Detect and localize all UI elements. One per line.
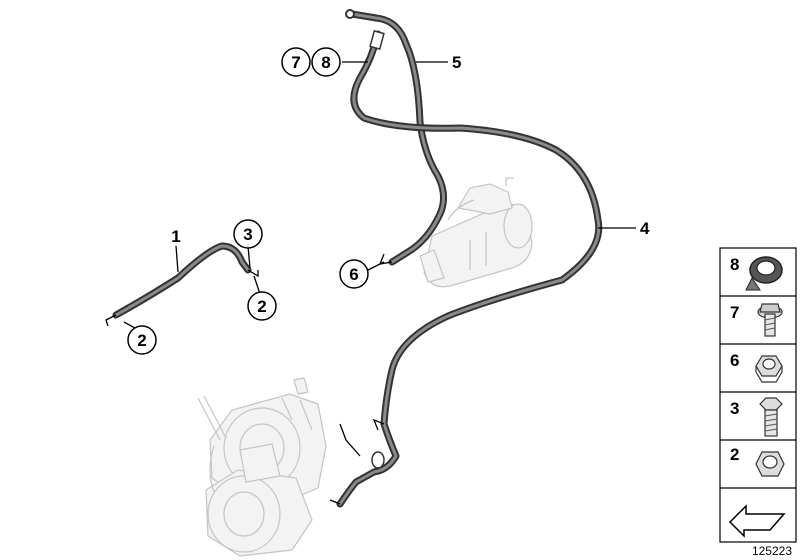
svg-text:7: 7 xyxy=(730,303,739,322)
callout-3: 3 xyxy=(233,219,263,249)
callout-2-left: 2 xyxy=(127,325,157,355)
legend-item-arrow xyxy=(728,504,786,538)
svg-text:4: 4 xyxy=(640,219,650,238)
callout-5: 5 xyxy=(452,53,461,72)
diagram-id: 125223 xyxy=(752,544,792,558)
engine-ghost xyxy=(197,377,327,557)
callout-7: 7 xyxy=(281,47,311,77)
svg-text:2: 2 xyxy=(257,297,266,316)
arrow-icon xyxy=(728,504,786,538)
callout-2-right: 2 xyxy=(247,291,277,321)
svg-text:2: 2 xyxy=(137,331,146,350)
svg-text:5: 5 xyxy=(452,53,461,72)
legend-item-2: 2 xyxy=(730,445,785,477)
callout-4: 4 xyxy=(640,219,650,238)
legend-item-7: 7 xyxy=(730,303,783,337)
battery-cable-5 xyxy=(345,9,447,266)
grommet-clamp-icon xyxy=(745,256,783,291)
leader-lines xyxy=(123,61,636,333)
svg-text:8: 8 xyxy=(730,255,739,274)
callout-8: 8 xyxy=(311,47,341,77)
svg-text:6: 6 xyxy=(730,351,739,370)
svg-text:7: 7 xyxy=(291,53,300,72)
battery-cable-1 xyxy=(105,242,259,327)
parts-legend: 8 7 6 xyxy=(719,247,797,543)
legend-item-6: 6 xyxy=(730,351,783,383)
svg-text:3: 3 xyxy=(730,399,739,418)
hex-collar-nut-icon xyxy=(755,355,783,383)
svg-text:6: 6 xyxy=(349,265,358,284)
hex-bolt-icon xyxy=(759,397,783,437)
legend-item-8: 8 xyxy=(730,255,783,291)
svg-text:2: 2 xyxy=(730,445,739,464)
callout-1: 1 xyxy=(171,227,180,246)
legend-item-3: 3 xyxy=(730,397,783,437)
svg-text:8: 8 xyxy=(321,53,330,72)
battery-cable-4 xyxy=(329,30,603,508)
svg-text:3: 3 xyxy=(243,225,252,244)
starter-motor-ghost xyxy=(419,177,533,288)
hex-nut-icon xyxy=(755,451,785,477)
svg-text:1: 1 xyxy=(171,227,180,246)
hex-bolt-washer-icon xyxy=(757,303,783,337)
callout-6: 6 xyxy=(339,259,369,289)
